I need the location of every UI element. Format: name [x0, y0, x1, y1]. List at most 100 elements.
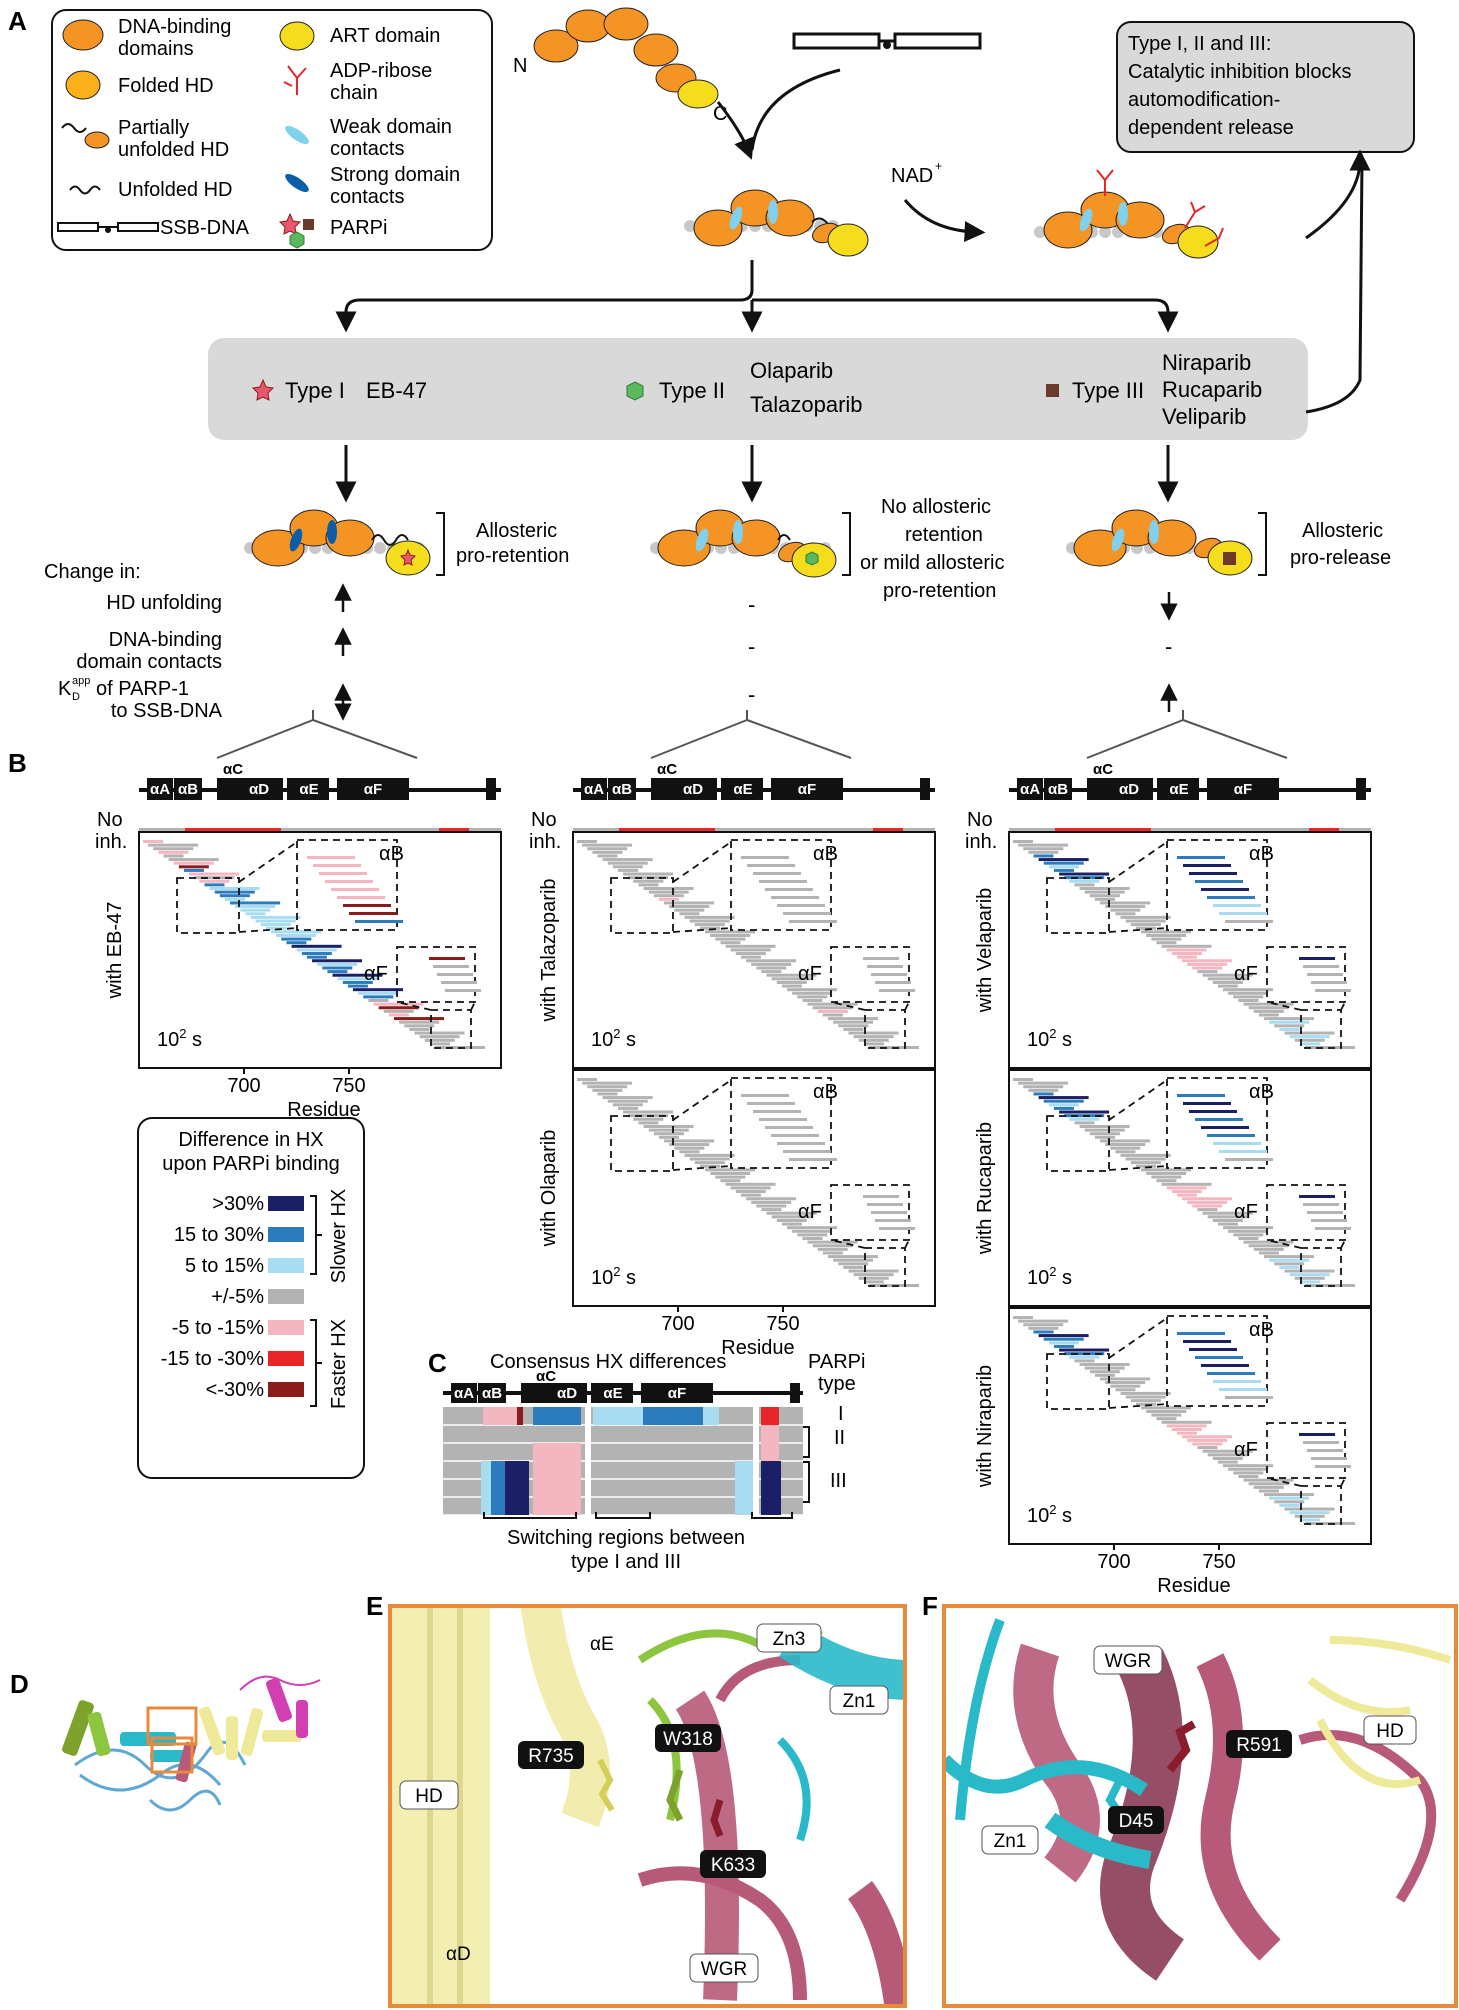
zoom-link-f	[830, 1001, 910, 1011]
time-unit: s	[186, 1029, 202, 1051]
peptide-bar	[653, 894, 684, 898]
e-label-zn3: Zn3	[773, 1629, 806, 1650]
inset-bar-b	[1201, 1126, 1249, 1129]
inset-bar-b	[1183, 1102, 1231, 1105]
peptide-bar	[378, 1006, 419, 1010]
parp1-structure-overview	[62, 1675, 321, 1812]
helix-label-e: αE	[1169, 781, 1188, 798]
peptide-bar	[699, 1164, 720, 1168]
inset-bar-f	[429, 957, 465, 960]
peptide-bar	[214, 890, 255, 894]
inset-bar-f	[867, 965, 903, 968]
peptide-bar	[740, 955, 761, 959]
helix-label-b: αB	[612, 781, 632, 798]
helix-block	[1157, 778, 1199, 800]
peptide-bar	[1166, 948, 1207, 952]
peptide-bar	[337, 977, 378, 981]
legend-partial-1: Partially	[118, 117, 189, 139]
peptide-bar	[735, 1190, 766, 1194]
peptide-bar	[1105, 905, 1146, 909]
peptide-bar	[1269, 1496, 1310, 1500]
peptide-bar	[1299, 1042, 1320, 1046]
e-label-alpha-d: αD	[446, 1944, 471, 1965]
peptide-bar	[1166, 1424, 1207, 1428]
time-label: 102 s	[591, 1264, 636, 1289]
helix-block	[486, 778, 496, 800]
peptide-bar	[1018, 843, 1069, 847]
type-iii-label: III	[830, 1470, 847, 1492]
c-cell	[533, 1479, 581, 1497]
peptide-bar	[271, 930, 322, 934]
hx-legend-title-1: Difference in HX	[178, 1129, 323, 1151]
release-line-3: automodification-	[1128, 89, 1280, 111]
inset-bar-b	[1195, 1118, 1243, 1121]
peptide-bar	[679, 912, 700, 916]
inset-bar-b	[1225, 1396, 1273, 1399]
tick-750: 750	[1202, 1551, 1235, 1573]
peptide-bar	[807, 1002, 858, 1006]
peptide-bar	[1248, 1482, 1289, 1486]
partially-unfolded-icon	[84, 131, 110, 149]
peptide-bar	[1100, 901, 1151, 905]
type3-drug-1: Niraparib	[1162, 350, 1251, 375]
peptide-bar	[240, 908, 271, 912]
zoom-box-small-f	[1300, 1009, 1342, 1049]
c-helix-block	[641, 1383, 713, 1403]
legend-weak-1: Weak domain	[330, 116, 452, 138]
peptide-bar	[148, 843, 199, 847]
peptide-bar	[756, 1204, 787, 1208]
legend-a: DNA-binding domains Folded HD Partially …	[51, 9, 493, 251]
tick-750: 750	[332, 1075, 365, 1097]
peptide-bar	[602, 858, 653, 862]
peptide-bar	[1299, 1280, 1320, 1284]
time-exponent: 2	[613, 1264, 620, 1279]
panel-label-d: D	[10, 1669, 29, 1699]
peptide-bar	[848, 1269, 899, 1273]
legend-swatch	[268, 1382, 304, 1397]
legend-weak-2: contacts	[330, 138, 404, 160]
legend-swatch	[268, 1258, 304, 1273]
inset-bar-b	[741, 1094, 789, 1097]
c-cell	[533, 1443, 581, 1461]
peptide-bar	[1023, 847, 1064, 851]
peptide-bar	[1258, 1013, 1279, 1017]
inset-bar-f	[871, 1211, 907, 1214]
change-row-dbd-2: domain contacts	[76, 651, 222, 673]
peptide-bar	[592, 850, 623, 854]
peptide-bar	[332, 973, 383, 977]
peptide-bar	[1079, 1124, 1130, 1128]
zoom-box-small-f	[864, 1247, 906, 1287]
peptide-bar	[1094, 1373, 1115, 1377]
outcome3-line-2: pro-release	[1290, 547, 1391, 569]
peptide-bar	[710, 933, 751, 937]
peptide-bar	[1284, 1031, 1335, 1035]
kd-sup: app	[72, 675, 90, 687]
peptide-bar	[1028, 1326, 1059, 1330]
consensus-footer-1: Switching regions between	[507, 1527, 745, 1549]
peptide-bar	[597, 1092, 618, 1096]
legend-swatch	[268, 1227, 304, 1242]
peptide-bar	[1048, 865, 1079, 869]
peptide-bar	[1228, 1229, 1269, 1233]
zoom-box-small-b	[610, 877, 674, 934]
peptide-bar	[1151, 1413, 1182, 1417]
peptide-bar	[740, 1193, 761, 1197]
zoom-bracket	[650, 710, 852, 759]
plot-ylabel: with Olaparib	[538, 1130, 560, 1248]
peptide-bar	[1043, 1099, 1084, 1103]
inset-bar-f	[879, 989, 915, 992]
zoom-link-f	[830, 1239, 910, 1249]
e-label-zn1: Zn1	[843, 1691, 876, 1712]
outcome2-line-4: pro-retention	[883, 580, 996, 602]
peptide-bar	[1146, 1409, 1187, 1413]
no-inh-label-2: inh.	[95, 831, 127, 853]
peptide-bar	[1279, 1503, 1300, 1507]
peptide-bar	[858, 1276, 889, 1280]
inset-bar-b	[1189, 872, 1237, 875]
helix-label-e: αE	[299, 781, 318, 798]
peptide-bar	[1279, 1027, 1300, 1031]
zoom-box-small-f	[1300, 1247, 1342, 1287]
inset-bar-b	[1207, 896, 1255, 899]
peptide-bar	[756, 966, 787, 970]
c-cell	[735, 1497, 755, 1515]
